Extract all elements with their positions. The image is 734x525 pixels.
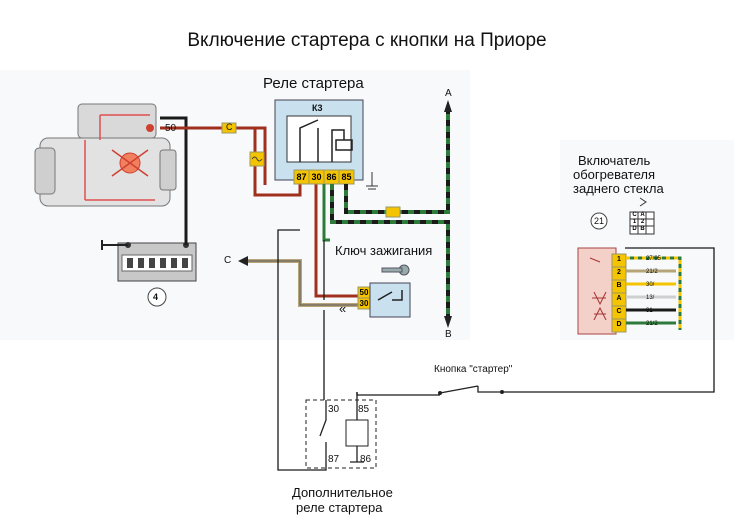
connector-c-arrow-icon	[238, 256, 248, 266]
heater-wire-code-1: 27/95	[646, 256, 662, 262]
ignition-key-icon	[381, 264, 410, 276]
heater-conn-pin-d: D	[632, 226, 637, 232]
heater-connector-icon	[629, 197, 655, 235]
heater-wire-code-5: 31	[646, 308, 653, 314]
starter-motor-icon	[34, 103, 177, 207]
fuse-icon	[221, 122, 237, 134]
heater-pin-b: B	[616, 282, 622, 289]
heater-wire-code-2: 21/2	[646, 269, 658, 275]
heater-pin-a: A	[616, 295, 622, 302]
starter-relay-pin-86: 86	[326, 172, 337, 182]
starter-relay-pin-85: 85	[341, 172, 352, 182]
heater-wire-code-3: 30/	[646, 282, 655, 288]
start-button-icon	[439, 385, 502, 394]
heater-conn-pin-a: A	[640, 212, 645, 218]
start-button-label: Кнопка "стартер"	[434, 364, 513, 375]
heater-wires	[626, 256, 682, 330]
heater-label-line2: обогревателя	[573, 167, 656, 182]
heater-number: 21	[594, 216, 605, 226]
ignition-label: Ключ зажигания	[335, 243, 433, 258]
heater-pin-d: D	[616, 321, 622, 328]
ignition-pin-50: 50	[359, 288, 369, 297]
rail-a-arrow-icon	[444, 100, 452, 112]
heater-pin-1: 1	[617, 256, 621, 263]
heater-pin-c: C	[616, 308, 622, 315]
heater-number-badge	[590, 212, 608, 230]
page-title: Включение стартера с кнопки на Приоре	[187, 30, 547, 51]
fusible-link-symbol	[251, 156, 263, 162]
rail-b-arrow-icon	[444, 316, 452, 328]
extra-relay-label-line2: реле стартера	[296, 500, 383, 515]
heater-switch-body	[577, 247, 627, 335]
starter-relay-code: К3	[312, 103, 323, 113]
battery-wire	[160, 116, 188, 245]
extra-relay-label-line1: Дополнительное	[292, 485, 393, 500]
heater-pin-2: 2	[617, 269, 621, 276]
extra-relay-pin-30: 30	[328, 404, 340, 415]
heater-wire-code-6: 21/2	[646, 321, 658, 327]
fuse-label: C	[226, 122, 233, 132]
ignition-switch-body	[357, 282, 411, 318]
extra-relay-pin-85: 85	[358, 404, 370, 415]
heater-wire-code-4: 13/	[646, 295, 655, 301]
heater-conn-pin-b: B	[640, 226, 645, 232]
tan-wire-core	[242, 260, 358, 306]
heater-conn-pin-1: 1	[632, 219, 637, 225]
heater-label-line1: Включатель	[578, 153, 651, 168]
starter-relay-pin-30: 30	[311, 172, 322, 182]
heater-conn-pin-2: 2	[640, 219, 645, 225]
rail-a-label: A	[445, 88, 452, 99]
starter-relay-label: Реле стартера	[263, 75, 364, 92]
battery-number-badge	[147, 287, 167, 307]
control-wires	[277, 229, 715, 471]
battery-number: 4	[153, 292, 159, 302]
ignition-arrow: «	[339, 301, 347, 316]
starter-relay-pin-87: 87	[296, 172, 307, 182]
ignition-pin-30: 30	[359, 299, 369, 308]
extra-relay-pin-86: 86	[360, 454, 372, 465]
extra-relay-pin-87: 87	[328, 454, 340, 465]
starter-relay-body	[274, 99, 378, 190]
heater-label-line3: заднего стекла	[573, 181, 664, 196]
rail-b-label: B	[445, 329, 452, 340]
rail-connector-icon	[385, 206, 401, 218]
starter-terminal-label: 50	[165, 123, 177, 134]
battery-icon	[101, 240, 197, 282]
connector-c-label: C	[224, 255, 232, 266]
extra-relay-body	[305, 399, 377, 469]
heater-conn-pin-c: C	[632, 212, 637, 218]
